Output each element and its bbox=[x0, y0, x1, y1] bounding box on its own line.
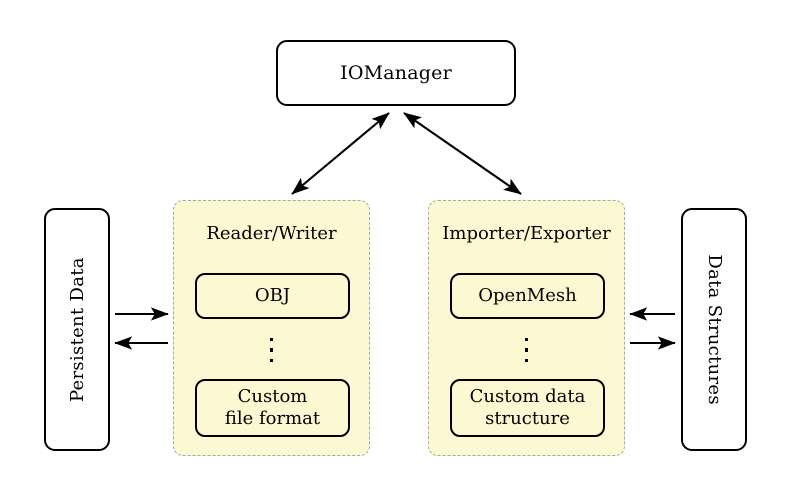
persistent-data-node[interactable]: Persistent Data bbox=[44, 208, 110, 451]
importer-exporter-group-title: Importer/Exporter bbox=[442, 223, 611, 244]
reader-writer-item-obj-label: OBJ bbox=[254, 285, 291, 307]
arrow-manager-reader-writer bbox=[291, 112, 390, 195]
importer-exporter-ellipsis-icon bbox=[429, 329, 624, 371]
reader-writer-ellipsis-icon bbox=[174, 329, 369, 371]
iomanager-node[interactable]: IOManager bbox=[276, 40, 516, 106]
iomanager-label: IOManager bbox=[340, 61, 452, 84]
data-structures-node[interactable]: Data Structures bbox=[681, 208, 747, 451]
reader-writer-group-title: Reader/Writer bbox=[206, 223, 337, 244]
importer-exporter-item-openmesh[interactable]: OpenMesh bbox=[450, 273, 605, 319]
data-structures-label: Data Structures bbox=[703, 254, 725, 405]
reader-writer-item-obj[interactable]: OBJ bbox=[195, 273, 350, 319]
importer-exporter-item-openmesh-label: OpenMesh bbox=[478, 285, 577, 307]
persistent-data-label: Persistent Data bbox=[66, 257, 88, 402]
arrow-manager-importer-exporter bbox=[403, 112, 522, 195]
